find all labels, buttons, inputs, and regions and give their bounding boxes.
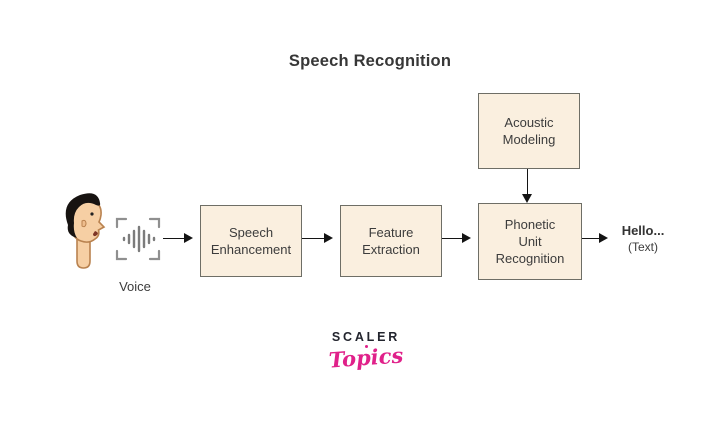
box-label-line: Recognition <box>495 251 565 266</box>
box-label-line: Extraction <box>362 242 420 257</box>
arrow-acoustic-modeling-to-phonetic-unit-recognition <box>522 167 533 203</box>
output-hello: Hello... <box>621 223 665 238</box>
brand-dot-icon <box>364 345 368 348</box>
person-speaking-icon <box>65 193 106 269</box>
box-label-line: Acoustic <box>504 115 554 130</box>
box-speech-enhancement: Speech Enhancement <box>200 205 302 277</box>
sound-wave-icon <box>115 217 161 261</box>
diagram-title: Speech Recognition <box>288 52 452 70</box>
box-label-line: Feature <box>368 225 414 240</box>
box-label-line: Enhancement <box>210 242 292 257</box>
box-feature-extraction: Feature Extraction <box>340 205 442 277</box>
output-text-label: (Text) <box>628 240 658 254</box>
box-label-line: Unit <box>518 234 542 249</box>
voice-label: Voice <box>119 279 151 294</box>
box-acoustic-modeling: Acoustic Modeling <box>478 93 580 169</box>
scaler-topics-logo: SCALER Topics <box>318 330 414 373</box>
box-label-line: Modeling <box>502 132 556 147</box>
arrow-speech-enhancement-to-feature-extraction <box>302 233 333 244</box>
box-label-line: Phonetic <box>504 217 556 232</box>
arrow-feature-extraction-to-phonetic-unit-recognition <box>442 233 471 244</box>
arrow-voice-to-speech-enhancement <box>163 233 193 244</box>
brand-name: SCALER <box>331 330 401 344</box>
output-text: Hello... (Text) <box>606 223 680 254</box>
arrow-phonetic-unit-recognition-to-output <box>582 233 608 244</box>
brand-sub: Topics <box>327 342 405 373</box>
box-label-line: Speech <box>228 225 274 240</box>
box-phonetic-unit-recognition: Phonetic Unit Recognition <box>478 203 582 280</box>
